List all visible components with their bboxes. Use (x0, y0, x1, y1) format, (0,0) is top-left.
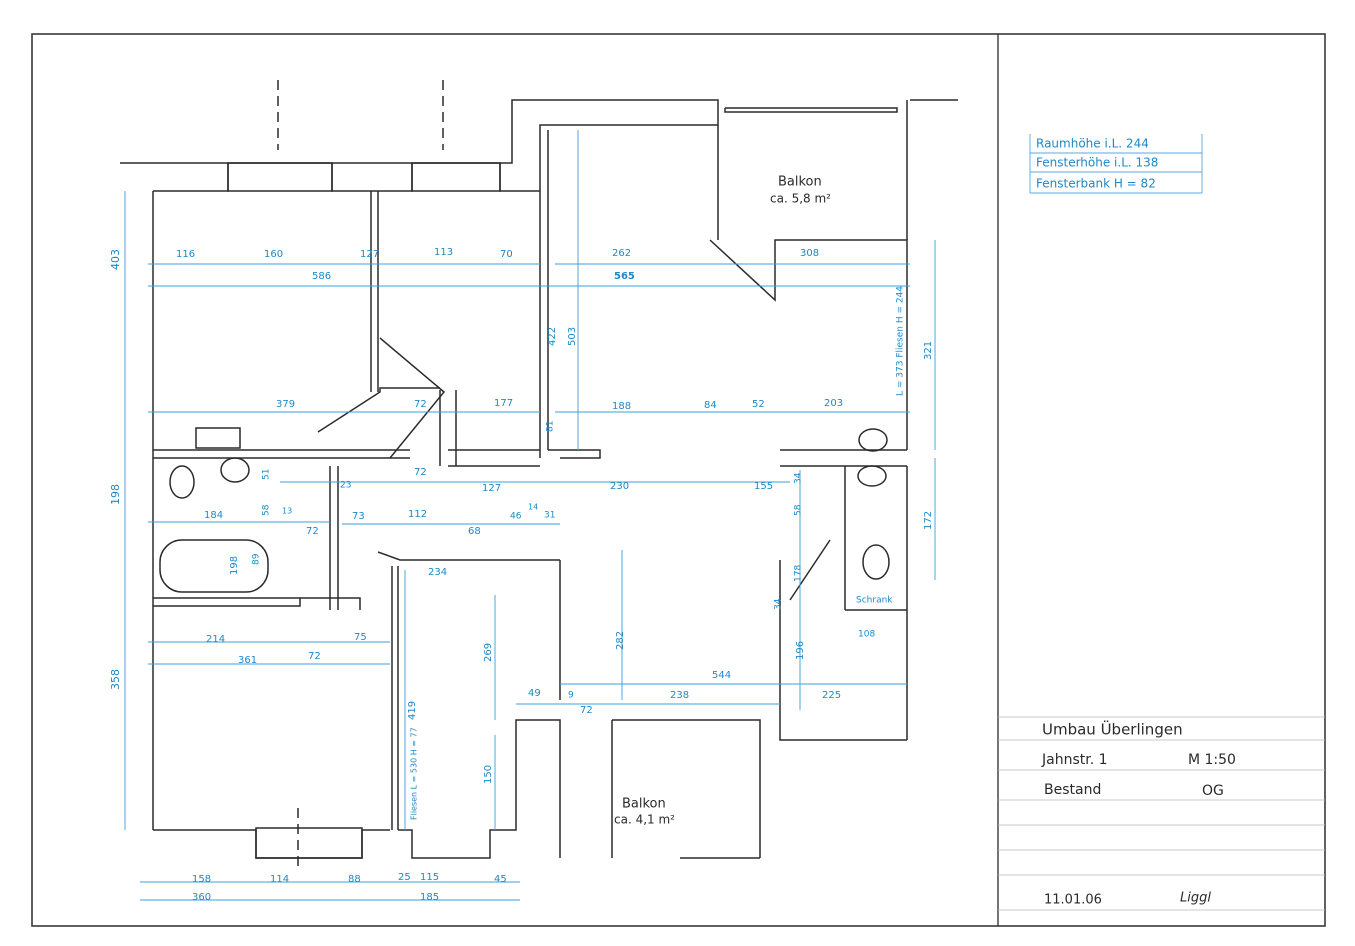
dim-361: 361 (238, 655, 257, 666)
street-address: Jahnstr. 1 (1041, 752, 1108, 768)
dim-23: 23 (340, 481, 351, 491)
dim-84: 84 (704, 400, 717, 411)
floor-level: OG (1202, 783, 1224, 799)
window-height-note: Fensterhöhe i.L. 138 (1036, 156, 1158, 170)
dim-46: 46 (510, 512, 522, 522)
balcony-top-area: ca. 5,8 m² (770, 192, 831, 206)
dim-196: 196 (795, 641, 806, 660)
dim-150: 150 (483, 765, 494, 784)
dim-127: 127 (360, 249, 379, 260)
dim-70: 70 (500, 249, 513, 260)
dim-282: 282 (615, 631, 626, 650)
dim-45: 45 (494, 874, 507, 885)
dim-88: 88 (348, 874, 361, 885)
dim-565: 565 (614, 271, 635, 282)
dim-73: 73 (352, 511, 365, 522)
dim-155: 155 (754, 481, 773, 492)
dim-185: 185 (420, 892, 439, 903)
project-title: Umbau Überlingen (1042, 720, 1183, 739)
balcony-top-label: Balkon (778, 175, 822, 190)
dim-31: 31 (544, 511, 555, 521)
dim-160: 160 (264, 249, 283, 260)
dim-230: 230 (610, 481, 629, 492)
balcony-bottom-area: ca. 4,1 m² (614, 813, 675, 827)
dim-214: 214 (206, 634, 225, 645)
dim-13: 13 (282, 507, 292, 516)
dim-49: 49 (528, 688, 541, 699)
dim-225: 225 (822, 690, 841, 701)
dim-72-a: 72 (414, 399, 427, 410)
dim-262: 262 (612, 248, 631, 259)
room-height-note: Raumhöhe i.L. 244 (1036, 137, 1149, 151)
dim-116: 116 (176, 249, 195, 260)
dim-72-e: 72 (308, 651, 321, 662)
dim-25: 25 (398, 872, 411, 883)
dim-544: 544 (712, 670, 731, 681)
dim-112: 112 (408, 509, 427, 520)
author-signature: Liggl (1180, 891, 1211, 906)
dim-bath-198: 198 (229, 556, 240, 575)
dim-188: 188 (612, 401, 631, 412)
dim-127-b: 127 (482, 483, 501, 494)
dim-321: 321 (923, 341, 934, 360)
dim-14: 14 (528, 503, 538, 512)
dim-360: 360 (192, 892, 211, 903)
sheet-border (31, 33, 1326, 927)
dim-75: 75 (354, 632, 367, 643)
dim-419: 419 (407, 701, 418, 720)
dim-52: 52 (752, 399, 765, 410)
info-box (1029, 134, 1203, 194)
tiles-note-right: L = 373 Fliesen H = 244 (896, 286, 906, 396)
dim-9: 9 (568, 691, 574, 701)
dim-72-c: 72 (306, 526, 319, 537)
dim-503: 503 (567, 327, 578, 346)
dim-72-d: 72 (580, 705, 593, 716)
dim-108: 108 (858, 630, 875, 640)
dim-34: 34 (794, 472, 804, 484)
dim-238: 238 (670, 690, 689, 701)
dim-114: 114 (270, 874, 289, 885)
dimension-labels: 403 198 358 198 89 116 160 127 113 70 26… (109, 247, 934, 903)
dim-58-a: 58 (262, 504, 272, 516)
balcony-bottom-label: Balkon (622, 797, 666, 812)
dim-379: 379 (276, 399, 295, 410)
dim-422: 422 (547, 327, 558, 346)
dim-184: 184 (204, 510, 223, 521)
drawing-status: Bestand (1044, 782, 1101, 798)
dim-586: 586 (312, 271, 331, 282)
dimension-lines (124, 130, 936, 901)
dim-158: 158 (192, 874, 211, 885)
dim-72-b: 72 (414, 467, 427, 478)
walls (120, 80, 958, 870)
dim-left-198: 198 (109, 484, 122, 505)
dim-51: 51 (262, 469, 272, 480)
dim-269: 269 (483, 643, 494, 662)
dim-177: 177 (494, 398, 513, 409)
dim-234: 234 (428, 567, 447, 578)
dim-113: 113 (434, 247, 453, 258)
dim-left-358: 358 (109, 669, 122, 690)
dim-178: 178 (794, 565, 804, 582)
dim-bath-89: 89 (252, 553, 262, 565)
drawing-scale: M 1:50 (1188, 752, 1236, 768)
dim-34-b: 34 (774, 598, 784, 610)
dim-58-b: 58 (794, 504, 804, 516)
dim-172: 172 (923, 511, 934, 530)
windowsill-note: Fensterbank H = 82 (1036, 177, 1156, 191)
dim-left-403: 403 (109, 249, 122, 270)
cupboard-label: Schrank (856, 596, 893, 606)
tiles-note-bottom: Fliesen L = 530 H = 77 (410, 727, 419, 820)
dim-203: 203 (824, 398, 843, 409)
dim-81: 81 (546, 421, 556, 432)
dim-115: 115 (420, 872, 439, 883)
dim-68: 68 (468, 526, 481, 537)
drawing-date: 11.01.06 (1044, 893, 1102, 908)
dim-308: 308 (800, 248, 819, 259)
title-block-lines (998, 716, 1325, 911)
